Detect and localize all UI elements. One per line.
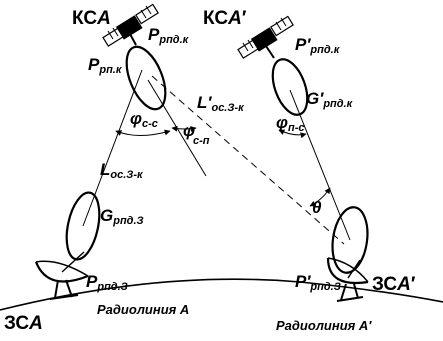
angle-arc-phi-cc xyxy=(115,129,171,136)
label-p-rpd3-left: Pрпд.З xyxy=(86,272,128,293)
ground-antenna-icon xyxy=(326,257,369,302)
link-line-b xyxy=(289,89,351,241)
caption-radio-a-prime: Радиолиния A′ xyxy=(276,318,372,333)
link-line-a xyxy=(82,69,143,227)
satellite-icon xyxy=(102,3,159,47)
earth-surface xyxy=(0,278,443,311)
label-phi-ps: φп-с xyxy=(276,113,304,134)
label-l-os3k: Lос.З-к xyxy=(100,160,144,181)
satellite-icon xyxy=(237,15,294,59)
label-phi-cc: φс-с xyxy=(130,109,158,130)
station-title-zsa-prime: ЗСA′ xyxy=(372,274,416,295)
station-title-ksa-prime: КСA′ xyxy=(203,8,247,29)
label-p-rpd-k-left: Pрпд.к xyxy=(148,25,190,46)
label-g-rpd-k: G′рпд.к xyxy=(306,89,354,110)
antenna-beam-ellipse xyxy=(125,45,167,111)
ground-antenna-icon xyxy=(34,251,89,300)
interference-line xyxy=(151,75,345,245)
antenna-beam-ellipse xyxy=(331,206,369,274)
angle-arc-phi-ps xyxy=(278,129,307,139)
caption-radio-a: Радиолиния A xyxy=(97,302,189,317)
label-theta: θ xyxy=(312,198,322,217)
label-l-os3k-prime: L′ос.З-к xyxy=(197,93,245,114)
label-p-rpd-k-right: P′рпд.к xyxy=(295,35,341,56)
angle-arc-theta xyxy=(309,187,331,207)
angle-arc-phi-cp xyxy=(171,125,197,132)
station-title-zsa: ЗСA xyxy=(4,313,43,334)
label-g-rpd3: Gрпд.З xyxy=(100,206,144,227)
antenna-beam-ellipse xyxy=(271,58,309,116)
label-p-rpd3-right: P′рпд.З xyxy=(295,272,341,293)
label-p-rp-k: Pрп.к xyxy=(88,55,123,76)
station-title-ksa: КСA xyxy=(72,8,111,29)
